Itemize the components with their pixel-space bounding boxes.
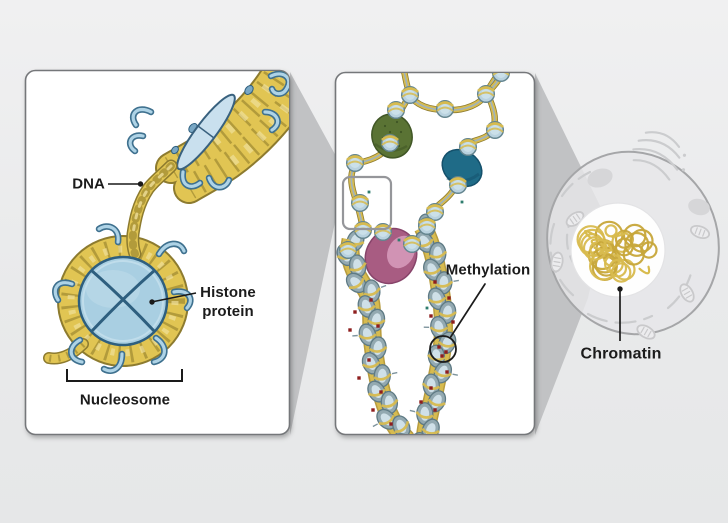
cell-illustration (546, 131, 720, 341)
histone-protein (77, 255, 169, 347)
dna-label: DNA (72, 175, 105, 193)
nucleosome-beads (338, 73, 511, 260)
chromatin-fiber (126, 71, 289, 204)
nucleosome-bracket (66, 369, 183, 382)
histone-protein-label-line1: Histone (200, 284, 256, 301)
methylation-pointer-line (449, 283, 486, 339)
panel-nucleosome (24, 69, 291, 436)
histone-protein-label: Histone protein (200, 283, 256, 321)
methylation-circle-annotation (429, 335, 457, 363)
dna-strand (126, 159, 178, 261)
nucleosome-label: Nucleosome (79, 391, 171, 409)
methylation-marks (348, 190, 464, 426)
histone-tail-icon (126, 71, 289, 191)
chromatin-label: Chromatin (580, 345, 662, 363)
er-icon (560, 170, 592, 198)
chromatin-tangle (576, 220, 658, 283)
histone-pointer-line (149, 292, 197, 305)
cell-organelles (549, 131, 711, 340)
zoom-wedge-panel1-to-panel2 (290, 72, 337, 435)
histone-tail-icon (52, 223, 194, 374)
golgi-icon (632, 131, 687, 181)
zoom-source-box (341, 175, 393, 231)
methylation-label: Methylation (445, 261, 531, 279)
panel-beads (334, 71, 536, 436)
vesicle-icon (587, 168, 613, 188)
chromatin-pointer-line (617, 286, 623, 341)
histone-protein-label-line2: protein (202, 303, 254, 320)
vesicle-icon (688, 198, 710, 216)
dna-pointer-line (108, 181, 144, 187)
condensed-fiber-left (336, 229, 415, 434)
er-icon (666, 268, 694, 310)
